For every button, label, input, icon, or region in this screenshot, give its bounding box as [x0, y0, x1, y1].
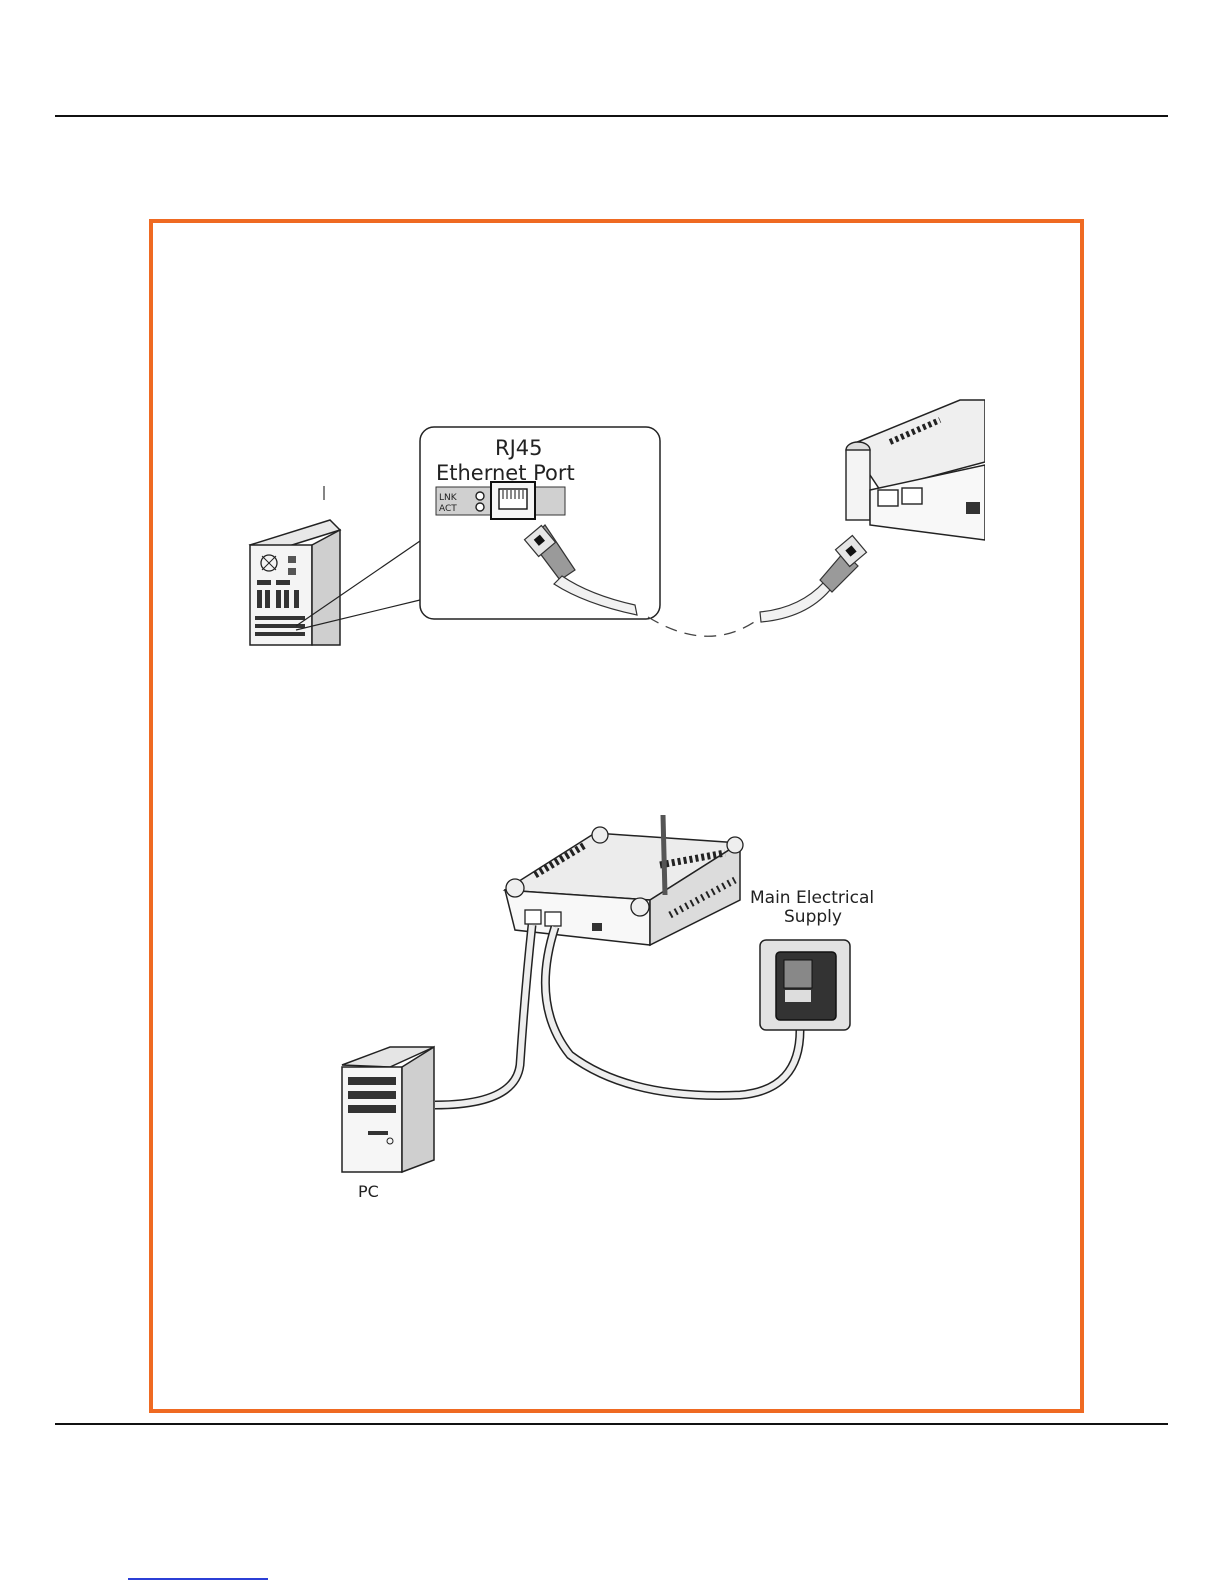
header-rule: [55, 115, 1168, 117]
led-lnk-label: LNK: [439, 493, 458, 503]
footer-link-underline[interactable]: [128, 1576, 268, 1580]
led-act-label: ACT: [439, 504, 457, 514]
power-adapter-icon: [760, 940, 850, 1030]
supply-label-line1: Main Electrical: [750, 888, 874, 908]
router-icon: [505, 815, 743, 945]
figure-ethernet-connection: RJ45 Ethernet Port LNK ACT: [240, 390, 985, 655]
led-act-icon: [476, 503, 484, 511]
rj45-callout: RJ45 Ethernet Port LNK ACT: [420, 427, 660, 619]
footer-rule: [55, 1423, 1168, 1425]
figure-power-connection: Main Electrical Supply PC: [330, 815, 890, 1210]
pc-label: PC: [358, 1182, 379, 1201]
pc-tower-icon: [250, 520, 340, 645]
router-icon: [846, 400, 985, 540]
router-plug-icon: [760, 536, 866, 622]
led-lnk-icon: [476, 492, 484, 500]
rj45-port-icon: [491, 482, 535, 519]
pc-icon: [342, 1047, 434, 1172]
supply-label-line2: Supply: [784, 907, 842, 927]
callout-title-line1: RJ45: [495, 436, 543, 460]
